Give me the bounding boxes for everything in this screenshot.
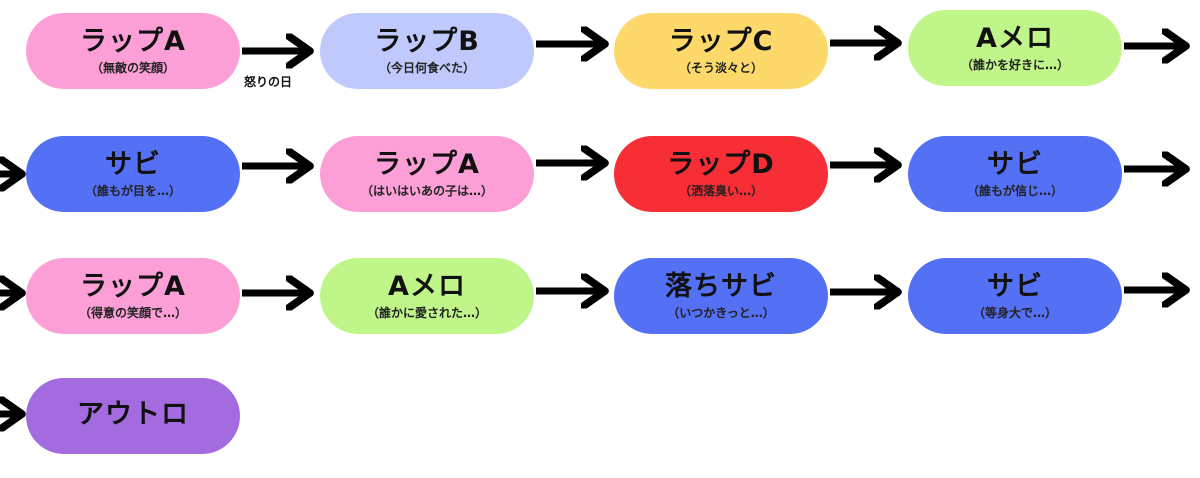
node-subtitle: （誰かに愛された…） (366, 306, 487, 321)
node-title: ラップA (374, 148, 480, 180)
node-subtitle: （誰もが目を…） (84, 184, 181, 199)
node-title: Aメロ (388, 270, 466, 302)
node-title: アウトロ (77, 399, 189, 431)
node-sabi-2: サビ （誰もが信じ…） (908, 136, 1122, 212)
node-rap-d: ラップD （洒落臭い…） (614, 136, 828, 212)
node-outro: アウトロ (26, 378, 240, 454)
node-title: ラップA (80, 25, 186, 57)
node-a-melo-2: Aメロ （誰かに愛された…） (320, 258, 534, 334)
node-sabi-1: サビ （誰もが目を…） (26, 136, 240, 212)
node-subtitle: （等身大で…） (972, 306, 1057, 321)
node-subtitle: （そう淡々と） (678, 61, 763, 76)
node-rap-c: ラップC （そう淡々と） (614, 13, 828, 89)
node-subtitle: （はいはいあの子は…） (360, 184, 493, 199)
node-title: サビ (987, 148, 1043, 180)
node-subtitle: （誰もが信じ…） (966, 184, 1063, 199)
node-sabi-3: サビ （等身大で…） (908, 258, 1122, 334)
node-subtitle: （いつかきっと…） (667, 306, 775, 321)
node-title: サビ (105, 148, 161, 180)
node-subtitle: （洒落臭い…） (678, 184, 763, 199)
node-a-melo-1: Aメロ （誰かを好きに…） (908, 10, 1122, 86)
node-rap-a-2: ラップA （はいはいあの子は…） (320, 136, 534, 212)
node-subtitle: （得意の笑顔で…） (78, 306, 187, 321)
node-subtitle: （今日何食べた） (378, 61, 475, 76)
node-subtitle: （誰かを好きに…） (960, 58, 1069, 73)
edge-label-ikari-no-hi: 怒りの日 (244, 75, 293, 89)
node-subtitle: （無敵の笑顔） (90, 61, 175, 76)
node-title: ラップD (667, 148, 775, 180)
node-title: Aメロ (976, 22, 1054, 54)
node-rap-a-3: ラップA （得意の笑顔で…） (26, 258, 240, 334)
node-rap-a-1: ラップA （無敵の笑顔） (26, 13, 240, 89)
node-rap-b: ラップB （今日何食べた） (320, 13, 534, 89)
node-title: 落ちサビ (665, 270, 777, 302)
node-title: サビ (987, 270, 1043, 302)
node-title: ラップB (374, 25, 480, 57)
node-ochi-sabi: 落ちサビ （いつかきっと…） (614, 258, 828, 334)
node-title: ラップA (80, 270, 186, 302)
node-title: ラップC (668, 25, 774, 57)
